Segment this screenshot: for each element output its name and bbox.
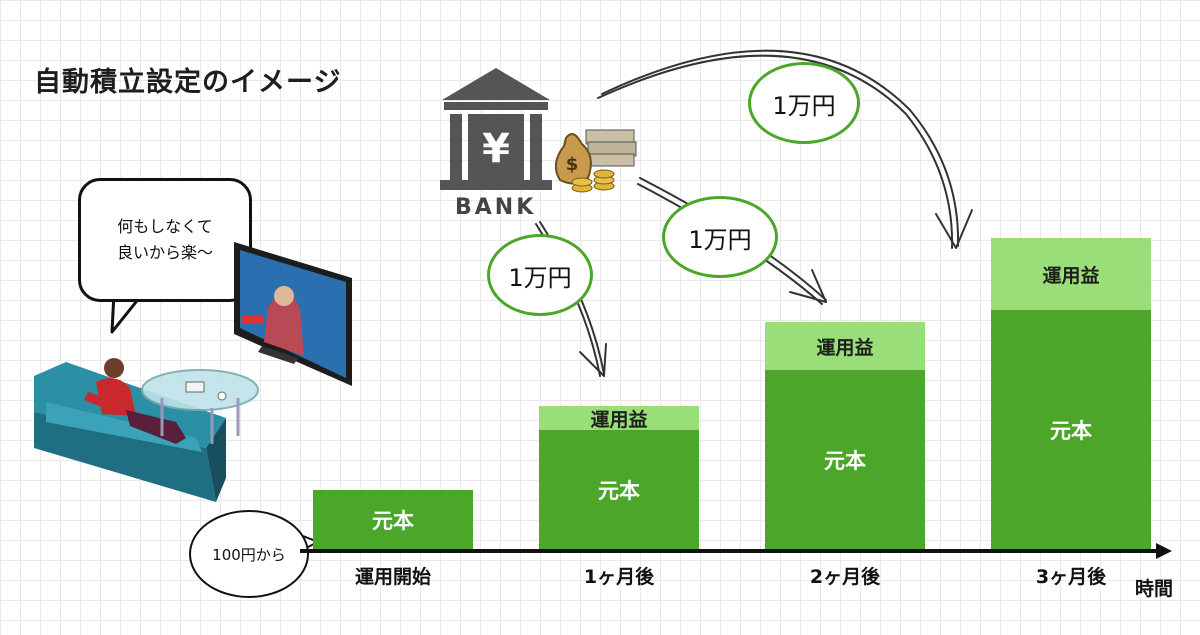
money-bag-icon: $: [554, 133, 592, 185]
tick-label-month1: 1ヶ月後: [583, 566, 655, 588]
bar-principal-month2: 元本: [765, 370, 925, 550]
tv-icon: [234, 242, 352, 386]
bar-label-principal: 元本: [598, 479, 640, 503]
speech-line-2: 良いから楽〜: [116, 243, 213, 262]
bar-principal-start: 元本: [313, 490, 473, 550]
deposit-bubble-2: 1万円: [662, 196, 778, 278]
bar-label-principal: 元本: [1050, 419, 1092, 443]
arrow-to-month3: [597, 49, 973, 249]
bar-profit-month3: 運用益: [991, 238, 1151, 310]
bank-icon: ¥: [440, 68, 552, 190]
axis-title-time: 時間: [1135, 578, 1174, 600]
glass-table-icon: [141, 369, 259, 444]
time-axis-line: [300, 549, 1160, 553]
tick-label-start: 運用開始: [354, 566, 431, 588]
deposit-bubble-3: 1万円: [748, 62, 860, 144]
yen-symbol: ¥: [482, 126, 510, 172]
bank-label: BANK: [455, 195, 537, 220]
bar-label-principal: 元本: [824, 449, 866, 473]
speech-line-1: 何もしなくて: [117, 217, 213, 236]
page-title: 自動積立設定のイメージ: [34, 67, 342, 98]
speech-bubble: 何もしなくて 良いから楽〜: [78, 178, 252, 302]
dollar-symbol: $: [566, 154, 579, 175]
tick-label-month2: 2ヶ月後: [809, 566, 881, 588]
deposit-bubble-1: 1万円: [487, 234, 593, 316]
bar-profit-month2: 運用益: [765, 322, 925, 370]
person-icon: [84, 358, 186, 444]
bar-principal-month3: 元本: [991, 310, 1151, 550]
bar-label-profit: 運用益: [816, 336, 874, 359]
money-icon: $: [554, 129, 637, 193]
bar-profit-month1: 運用益: [539, 406, 699, 431]
bar-label-profit: 運用益: [1042, 264, 1100, 287]
tick-label-month3: 3ヶ月後: [1035, 566, 1107, 588]
coins-icon: [571, 169, 615, 193]
bills-stack-icon: [585, 129, 637, 167]
bar-label-profit: 運用益: [590, 408, 648, 431]
bar-label-principal: 元本: [372, 509, 414, 533]
bar-principal-month1: 元本: [539, 430, 699, 550]
start-note-bubble: 100円から: [189, 510, 309, 598]
living-room-illustration: [34, 358, 259, 502]
time-axis-arrowhead: [1156, 543, 1172, 559]
